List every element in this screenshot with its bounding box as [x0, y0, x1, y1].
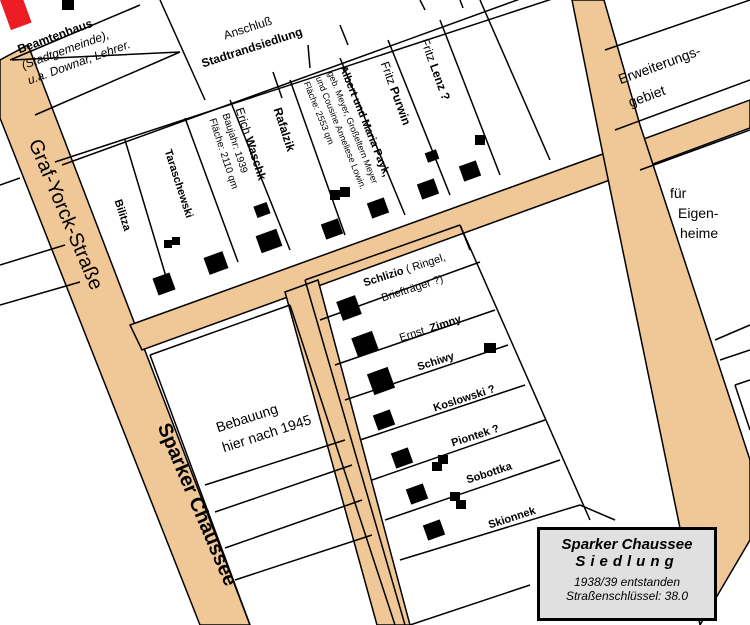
label-eigenheime-1: für — [670, 185, 687, 201]
road-cross — [128, 99, 750, 351]
road-east — [571, 0, 750, 625]
map-legend: Sparker Chaussee Siedlung 1938/39 entsta… — [537, 527, 717, 621]
legend-title: Sparker Chaussee — [561, 536, 693, 553]
label-eigenheime-2: Eigen- — [678, 205, 719, 221]
road-middle — [284, 279, 411, 625]
legend-line-1: 1938/39 entstanden — [573, 575, 681, 589]
label-eigenheime-3: heime — [680, 225, 719, 241]
road-graf-yorck — [0, 43, 251, 625]
buildings — [62, 0, 496, 541]
legend-line-2: Straßenschlüssel: 38.0 — [565, 589, 689, 603]
highlight-marker — [0, 0, 32, 31]
legend-subtitle: Siedlung — [575, 553, 679, 570]
